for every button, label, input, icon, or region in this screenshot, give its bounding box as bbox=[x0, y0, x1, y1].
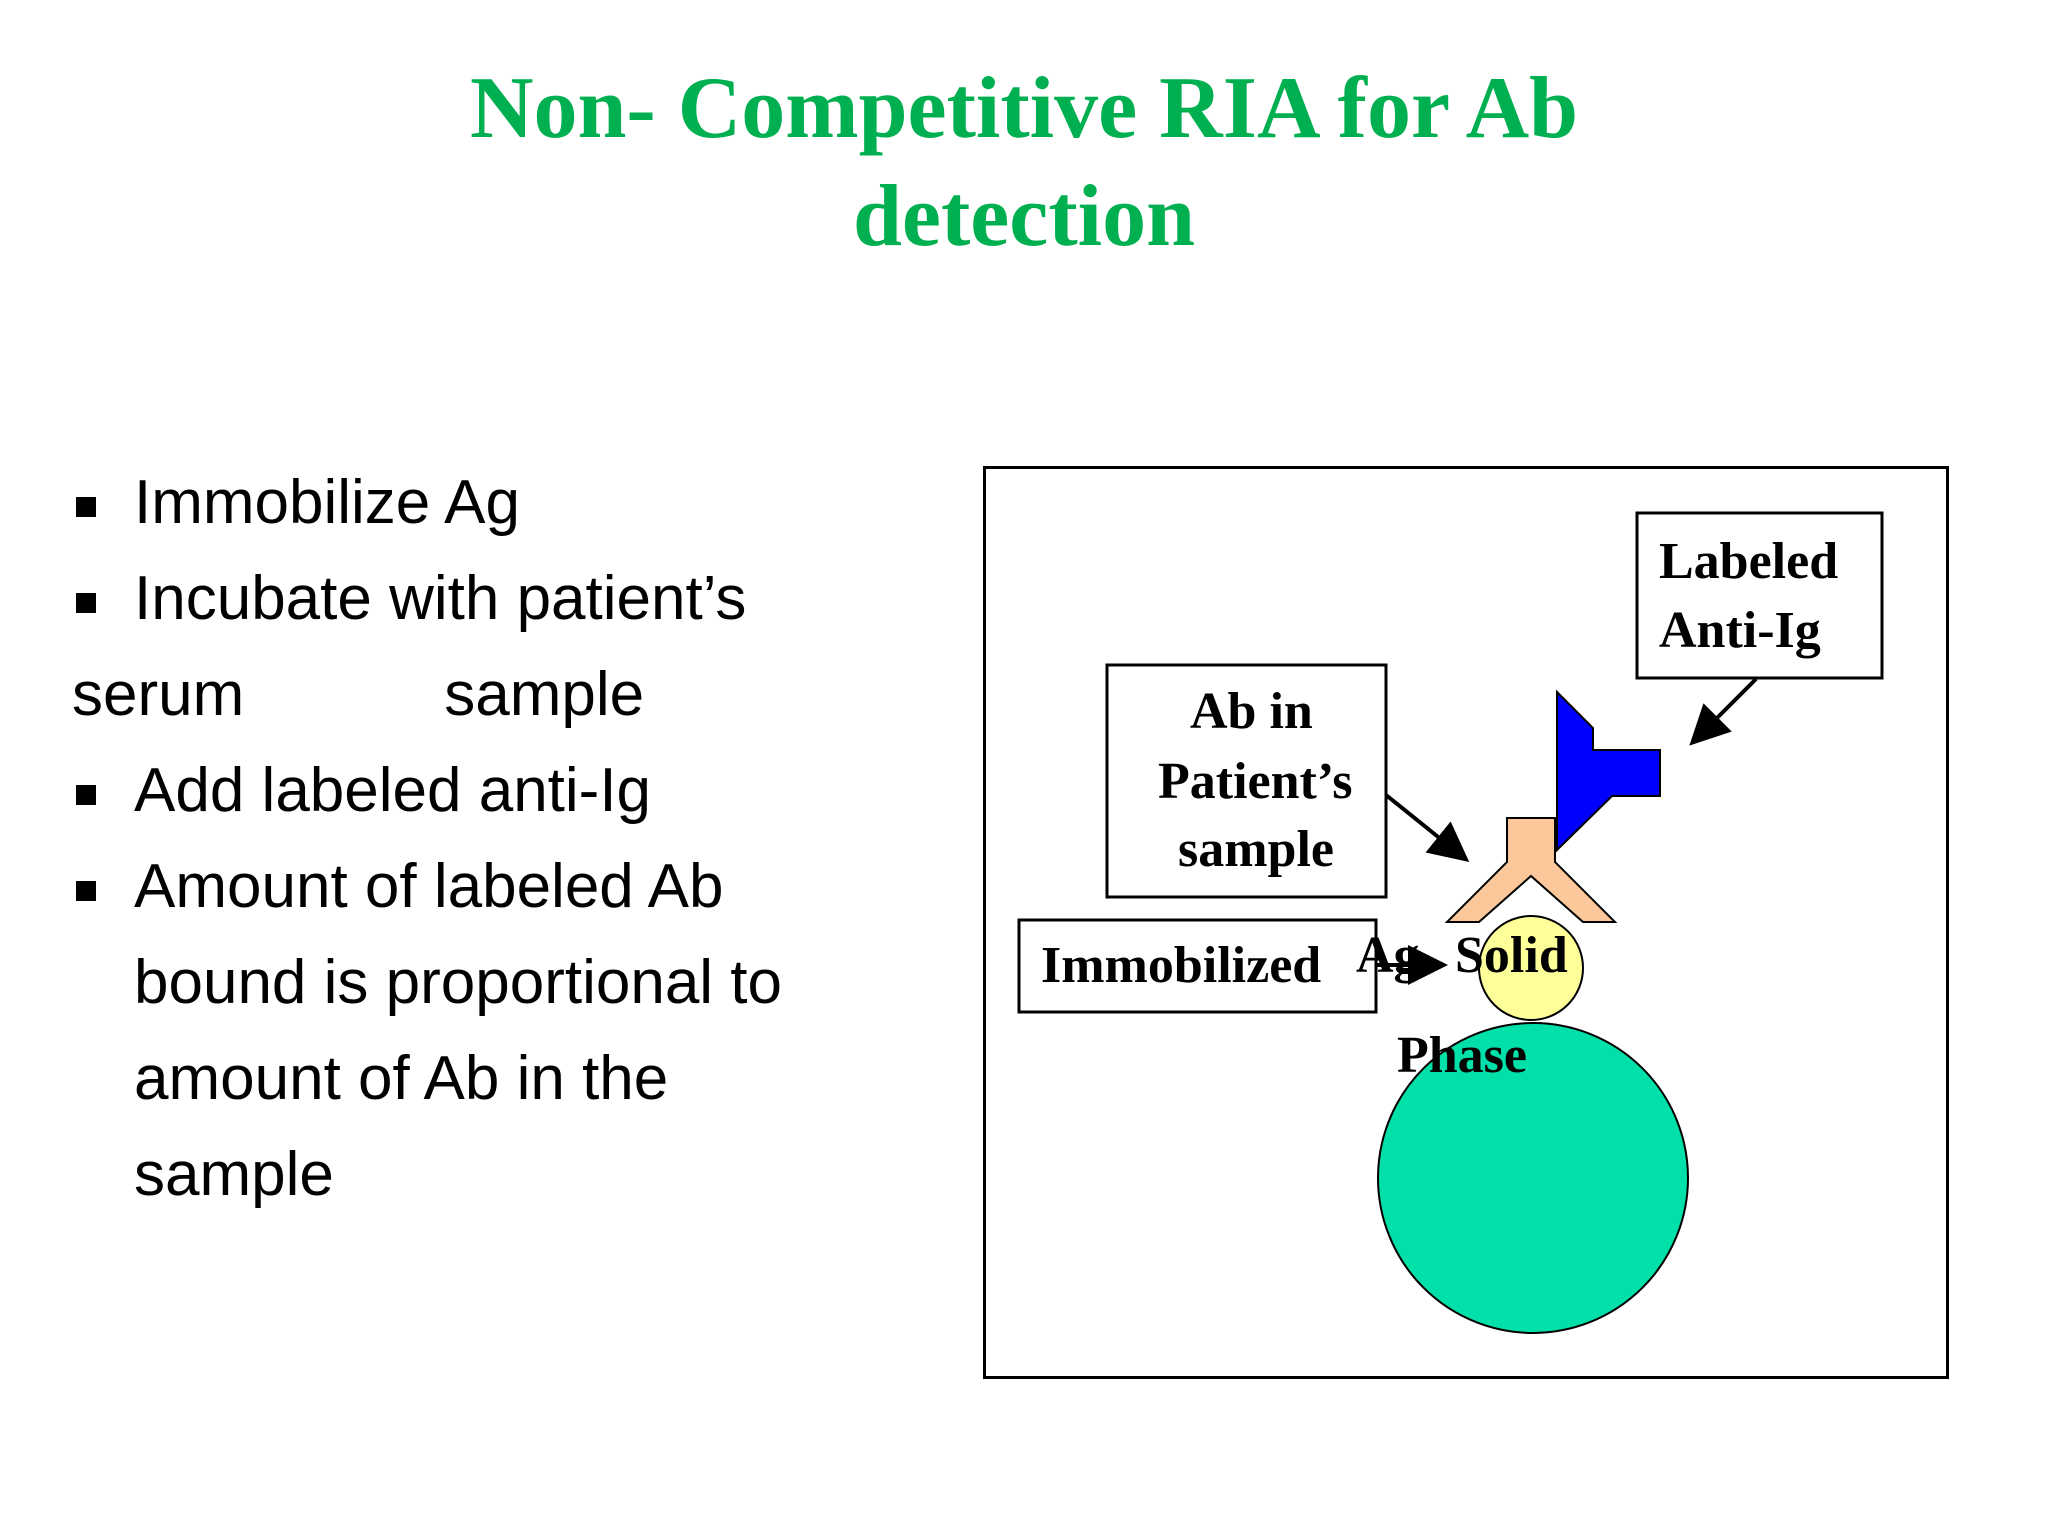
bullet-text: Incubate with patient’s bbox=[134, 564, 747, 633]
bullet-list: Immobilize Ag Incubate with patient’s se… bbox=[72, 455, 972, 1223]
bullet-item: Amount of labeled Ab bound is proportion… bbox=[72, 839, 972, 1223]
patient-antibody-icon bbox=[1444, 817, 1618, 923]
bullet-word: sample bbox=[444, 660, 645, 729]
patient-ab-label-line1: Ab in bbox=[1190, 683, 1313, 740]
labeled-anti-ig-label-box bbox=[1635, 511, 1884, 680]
bullet-item: Immobilize Ag bbox=[72, 455, 972, 551]
title-line-2: detection bbox=[852, 168, 1196, 265]
bullet-marker-icon bbox=[76, 785, 96, 805]
bullet-item: Incubate with patient’s serum sample bbox=[72, 551, 972, 743]
immobilized-label: Immobilized bbox=[1041, 937, 1321, 994]
labeled-anti-ig-icon bbox=[1556, 689, 1661, 853]
solid-label: Solid bbox=[1455, 927, 1568, 984]
labeled-anti-ig-label-line2: Anti-Ig bbox=[1659, 602, 1821, 659]
title-line-1: Non- Competitive RIA for Ab bbox=[469, 60, 1579, 157]
arrow-patient-ab bbox=[1384, 793, 1470, 863]
patient-ab-label-line3: sample bbox=[1178, 821, 1334, 878]
labeled-anti-ig-label-line1: Labeled bbox=[1659, 533, 1838, 590]
bullet-line: amount of Ab in the bbox=[134, 1044, 669, 1113]
bullet-word: serum bbox=[72, 660, 245, 729]
bullet-text-continuation: serum sample bbox=[72, 647, 972, 743]
bullet-marker-icon bbox=[76, 593, 96, 613]
bullet-line: Amount of labeled Ab bbox=[134, 852, 724, 921]
bullet-line: sample bbox=[134, 1140, 334, 1209]
antigen-icon bbox=[1478, 915, 1584, 1021]
diagram-frame bbox=[983, 466, 1949, 1379]
immobilized-label-box bbox=[1017, 918, 1378, 1014]
arrow-labeled-anti-ig bbox=[1689, 677, 1758, 746]
bullet-text: Immobilize Ag bbox=[134, 468, 520, 537]
solid-phase-bead bbox=[1377, 1022, 1689, 1334]
bullet-line: bound is proportional to bbox=[134, 948, 783, 1017]
patient-ab-label-box bbox=[1105, 663, 1388, 899]
patient-ab-label-line2: Patient’s bbox=[1158, 753, 1352, 810]
bullet-item: Add labeled anti-Ig bbox=[72, 743, 972, 839]
phase-label: Phase bbox=[1397, 1027, 1527, 1084]
bullet-text: Add labeled anti-Ig bbox=[134, 756, 652, 825]
slide-title: Non- Competitive RIA for Ab detection bbox=[0, 55, 2048, 271]
bullet-marker-icon bbox=[76, 497, 96, 517]
bullet-marker-icon bbox=[76, 881, 96, 901]
ag-label: Ag bbox=[1356, 927, 1420, 984]
